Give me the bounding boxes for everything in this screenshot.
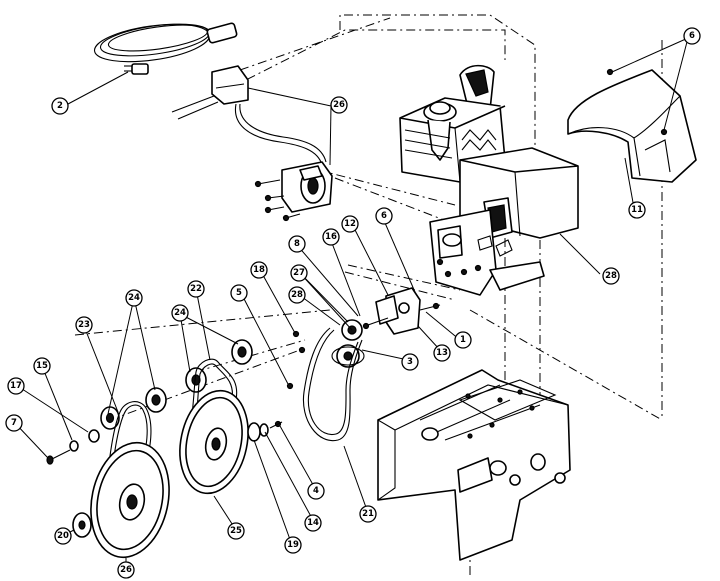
callout-16-upper: 16: [322, 228, 340, 246]
belt-cover: [567, 68, 697, 183]
callout-1-label: 1: [460, 335, 466, 345]
pulley-set: [100, 339, 253, 430]
callout-6-top-label: 6: [689, 31, 695, 41]
callout-26-bottom: 26: [117, 561, 135, 579]
callout-27: 27: [290, 264, 308, 282]
callout-2-label: 2: [57, 101, 63, 111]
callout-7: 7: [5, 414, 23, 432]
callout-4: 4: [307, 482, 325, 500]
callout-1: 1: [454, 331, 472, 349]
callout-17: 17: [7, 377, 25, 395]
small-hardware: [46, 420, 283, 538]
callout-22-label: 22: [190, 284, 202, 294]
callout-7-label: 7: [11, 418, 17, 428]
callout-20-label: 20: [57, 531, 69, 541]
callout-15: 15: [33, 357, 51, 375]
callout-28-idler: 28: [288, 286, 306, 304]
callout-5-label: 5: [236, 288, 242, 298]
callout-13: 13: [433, 344, 451, 362]
callout-8-label: 8: [294, 239, 300, 249]
callout-5: 5: [230, 284, 248, 302]
callout-16-upper-label: 16: [325, 232, 337, 242]
callout-28-idler-label: 28: [291, 290, 303, 300]
callout-28-engine: 28: [602, 267, 620, 285]
callout-28-engine-label: 28: [605, 271, 617, 281]
callout-26-top: 26: [330, 96, 348, 114]
callout-18-upper: 18: [250, 261, 268, 279]
engine: [399, 64, 579, 296]
callout-19-label: 19: [287, 540, 299, 550]
callout-27-label: 27: [293, 268, 305, 278]
callout-19: 19: [284, 536, 302, 554]
callout-21-label: 21: [362, 509, 374, 519]
callout-14-label: 14: [307, 518, 319, 528]
callout-6-mid-label: 6: [381, 211, 387, 221]
callout-20: 20: [54, 527, 72, 545]
callout-8: 8: [288, 235, 306, 253]
callout-3: 3: [401, 353, 419, 371]
callout-12: 12: [341, 215, 359, 233]
callout-12-label: 12: [344, 219, 356, 229]
callout-24-left-label: 24: [128, 293, 140, 303]
callout-17-label: 17: [10, 381, 22, 391]
leader-lines: [13, 37, 689, 570]
callout-6-mid: 6: [375, 207, 393, 225]
callout-15-label: 15: [36, 361, 48, 371]
callout-23: 23: [75, 316, 93, 334]
callout-26-bottom-label: 26: [120, 565, 132, 575]
callout-14: 14: [304, 514, 322, 532]
callout-18-upper-label: 18: [253, 265, 265, 275]
callout-21: 21: [359, 505, 377, 523]
callout-26-top-label: 26: [333, 100, 345, 110]
callout-11: 11: [628, 201, 646, 219]
callout-24-right: 24: [171, 304, 189, 322]
callout-13-label: 13: [436, 348, 448, 358]
callout-22: 22: [187, 280, 205, 298]
callout-2: 2: [51, 97, 69, 115]
electric-starter: [171, 65, 333, 222]
callout-6-top: 6: [683, 27, 701, 45]
callout-24-left: 24: [125, 289, 143, 307]
power-cord: [93, 22, 238, 75]
auger-housing-frame: [377, 369, 571, 561]
callout-3-label: 3: [407, 357, 413, 367]
callout-24-right-label: 24: [174, 308, 186, 318]
callout-23-label: 23: [78, 320, 90, 330]
callout-25-label: 25: [230, 526, 242, 536]
auger-sheaves: [90, 389, 249, 559]
callout-4-label: 4: [313, 486, 319, 496]
callout-25: 25: [227, 522, 245, 540]
callout-11-label: 11: [631, 205, 643, 215]
drive-belt: [302, 327, 363, 442]
